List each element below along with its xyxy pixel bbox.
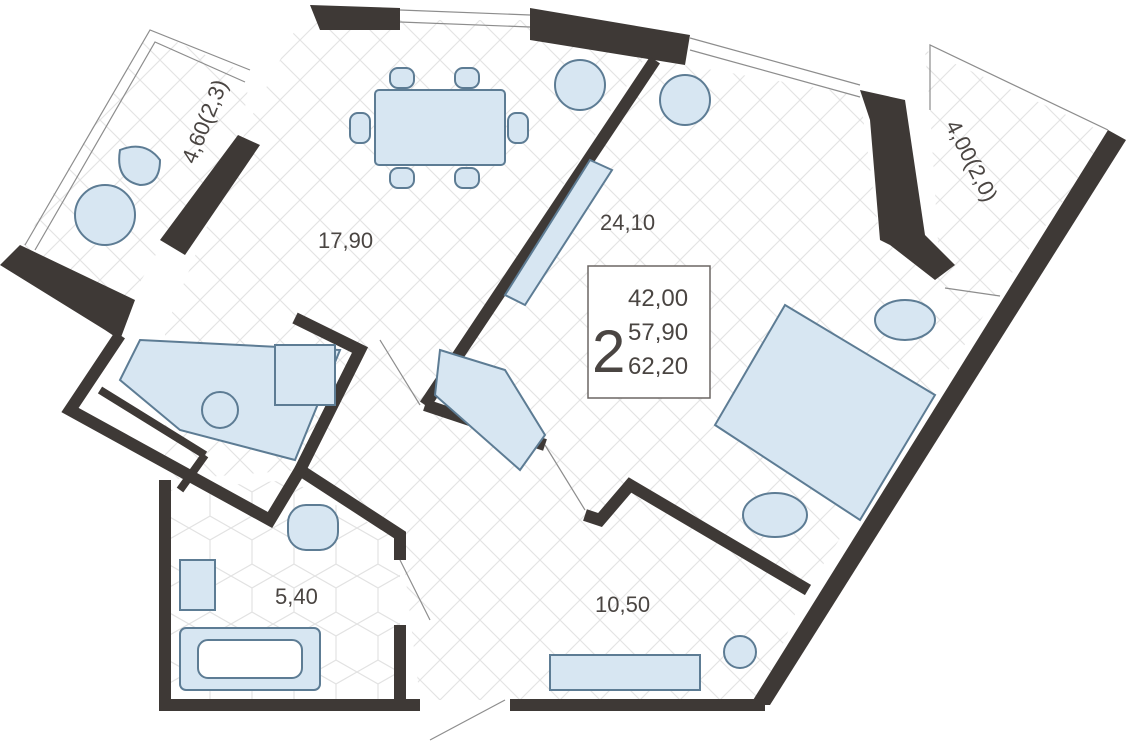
bathroom-area-label: 5,40 [275,584,318,609]
total-area-with-balconies: 62,20 [628,353,688,380]
rug-icon [742,299,936,538]
plant-icon [554,59,711,126]
bedroom-area-label: 24,10 [600,210,655,235]
wardrobe [433,158,614,472]
total-area: 57,90 [628,319,688,346]
sink [179,559,216,611]
kitchen-unit [118,338,342,462]
rooms-count: 2 [592,318,625,385]
living-area: 42,00 [628,285,688,312]
hall-shelf [549,635,757,691]
balcony-outlines [24,9,1109,297]
doors [379,339,586,741]
hallway-area-label: 10,50 [595,592,650,617]
bed [713,303,937,522]
balcony-chair [74,145,162,246]
bathtub [179,627,321,691]
dining-table [349,67,529,189]
toilet [287,504,339,551]
apartment-info-box: 2 42,00 57,90 62,20 [587,265,711,399]
kitchen-area-label: 17,90 [318,228,373,253]
